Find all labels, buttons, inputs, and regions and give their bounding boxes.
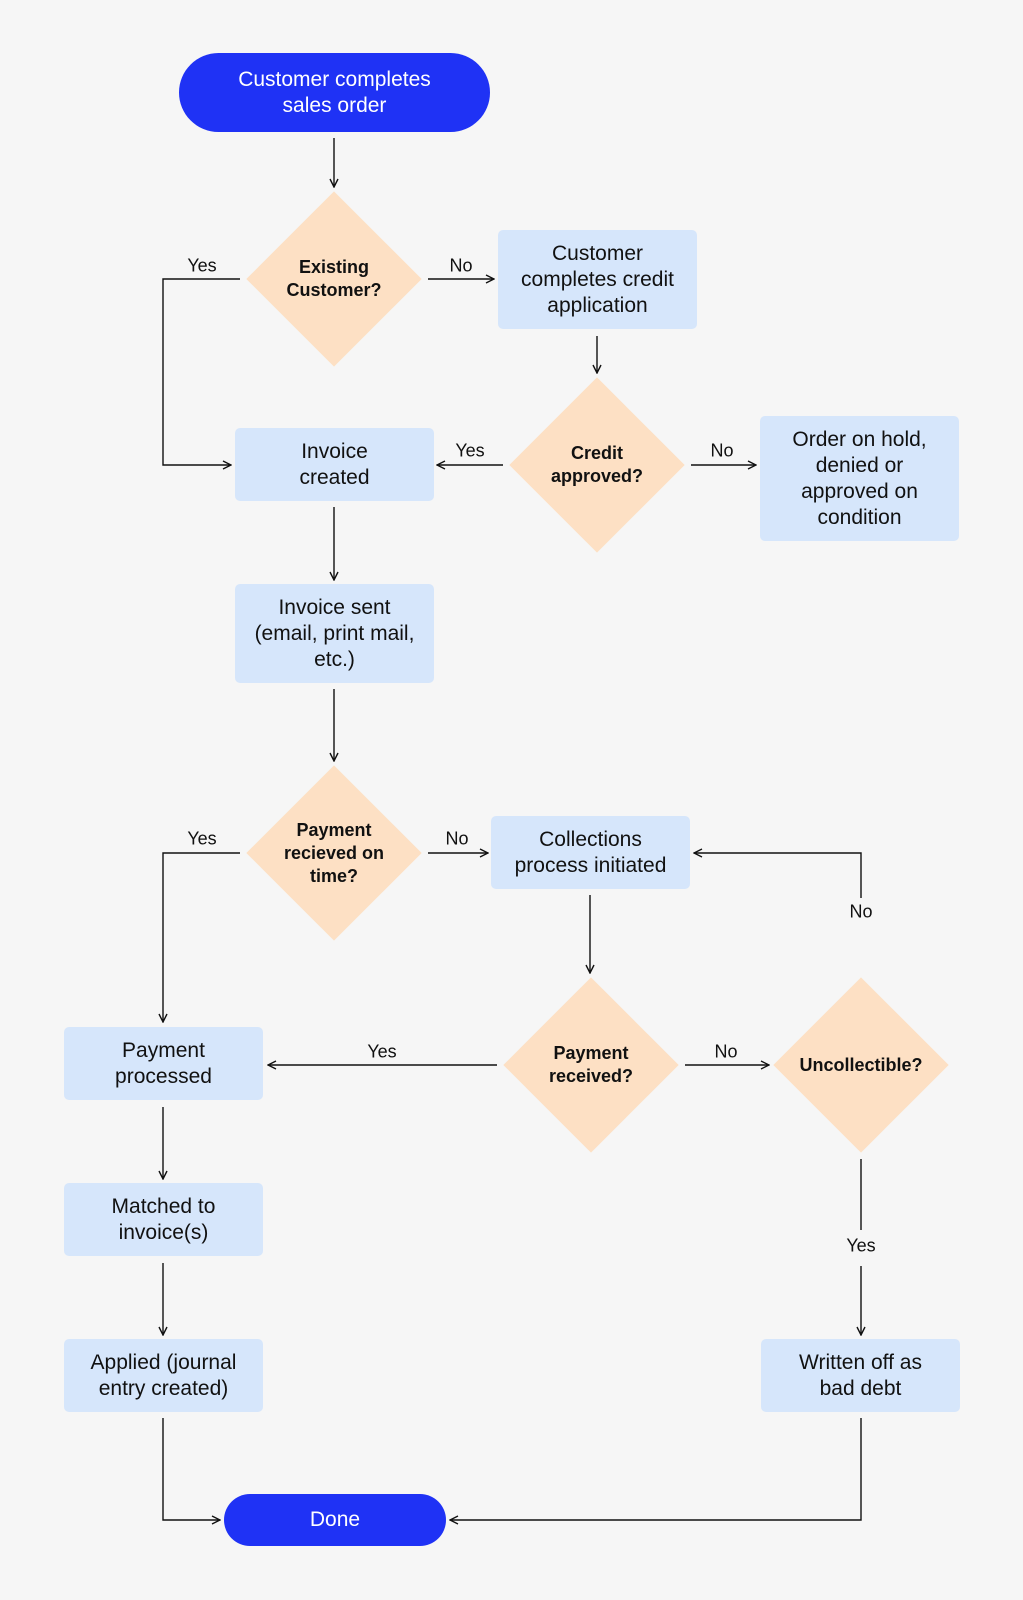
credit-approved-decision: Credit approved? [509, 377, 685, 553]
decision-label: Payment received? [548, 1043, 634, 1086]
edge-label-uncollectible-yes: Yes [846, 1235, 876, 1256]
edge-existing-yes [162, 278, 240, 465]
edge-writtenoff-to-done [450, 1418, 862, 1520]
decision-label: Existing Customer? [286, 257, 382, 300]
invoice-created-box: Invoice created [235, 428, 434, 501]
existing-customer-decision: Existing Customer? [246, 191, 422, 367]
edge-ontime-yes [163, 852, 240, 1022]
edge-label-received-yes: Yes [367, 1041, 397, 1062]
edge-label-existing-no: No [449, 255, 473, 276]
edge-label-received-no: No [714, 1041, 738, 1062]
start-terminal: Customer completes sales order [179, 53, 490, 132]
edge-label-ontime-yes: Yes [187, 828, 217, 849]
edge-label-credit-yes: Yes [455, 440, 485, 461]
collections-box: Collections process initiated [491, 816, 690, 889]
applied-box: Applied (journal entry created) [64, 1339, 263, 1412]
edge-label-ontime-no: No [445, 828, 469, 849]
edge-label-existing-yes: Yes [187, 255, 217, 276]
uncollectible-decision: Uncollectible? [773, 977, 949, 1153]
decision-label: Uncollectible? [799, 1054, 923, 1075]
decision-label: Payment recieved on time? [283, 819, 385, 886]
decision-label: Credit approved? [550, 443, 643, 486]
written-off-box: Written off as bad debt [761, 1339, 960, 1412]
invoice-sent-box: Invoice sent (email, print mail, etc.) [235, 584, 434, 683]
edge-uncollectible-no [694, 853, 862, 970]
edge-label-credit-no: No [710, 440, 734, 461]
payment-processed-box: Payment processed [64, 1027, 263, 1100]
credit-application-box: Customer completes credit application [498, 230, 697, 329]
payment-received-decision: Payment received? [503, 977, 679, 1153]
matched-box: Matched to invoice(s) [64, 1183, 263, 1256]
order-on-hold-box: Order on hold, denied or approved on con… [760, 416, 959, 541]
edge-label-uncollectible-no: No [849, 901, 873, 922]
payment-on-time-decision: Payment recieved on time? [246, 765, 422, 941]
done-terminal: Done [224, 1494, 446, 1546]
edge-applied-to-done [162, 1418, 220, 1520]
